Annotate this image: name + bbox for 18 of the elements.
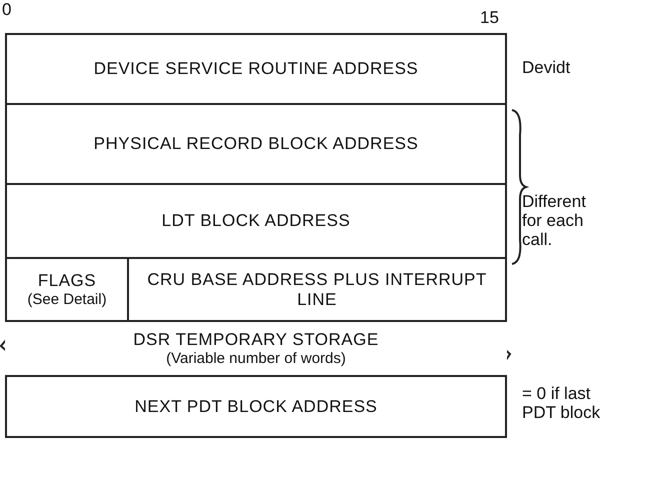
side-note: Devidt xyxy=(522,58,570,77)
side-note: = 0 if last PDT block xyxy=(522,384,602,422)
memory-word-field xyxy=(5,375,507,438)
field-note: (See Detail) xyxy=(27,290,107,308)
field-label: PHYSICAL RECORD BLOCK ADDRESS xyxy=(94,134,418,154)
memory-word-field xyxy=(5,33,507,105)
field-label: LDT BLOCK ADDRESS xyxy=(162,211,350,231)
field-label: FLAGS xyxy=(38,270,96,290)
field-label: DEVICE SERVICE ROUTINE ADDRESS xyxy=(94,59,418,79)
side-note: Different for each call. xyxy=(522,192,587,249)
field-note: (Variable number of words) xyxy=(166,350,346,368)
memory-word-field xyxy=(5,103,507,185)
memory-word-field xyxy=(5,183,507,259)
field-label: NEXT PDT BLOCK ADDRESS xyxy=(134,396,378,416)
bit-number: 15 xyxy=(480,8,499,27)
field-label: CRU BASE ADDRESS PLUS INTERRUPT LINE xyxy=(146,270,488,310)
bit-number: 0 xyxy=(2,0,12,19)
field-label: DSR TEMPORARY STORAGE xyxy=(133,330,379,350)
